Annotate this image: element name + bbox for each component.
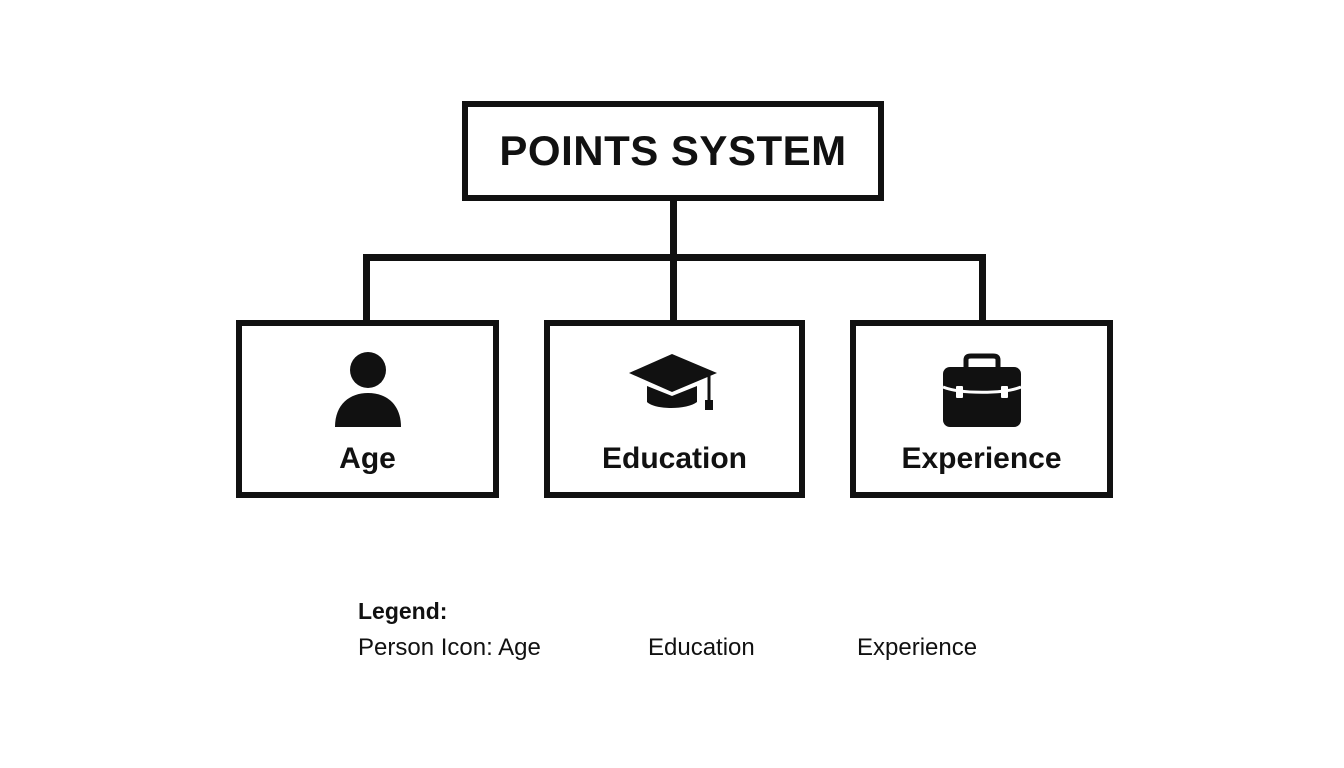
root-trunk-connector — [670, 199, 677, 261]
legend-item-experience: Experience — [857, 634, 978, 661]
category-node-experience: Experience — [850, 320, 1113, 498]
category-node-education: Education — [544, 320, 805, 498]
category-label-age: Age — [339, 442, 396, 475]
briefcase-icon — [941, 353, 1022, 427]
graduation-cap-icon — [628, 354, 717, 410]
person-icon — [334, 352, 401, 427]
category-label-experience: Experience — [901, 442, 1062, 475]
experience-branch-connector — [979, 254, 986, 322]
root-node: POINTS SYSTEM — [462, 101, 884, 201]
legend-item-age: Person Icon: Age — [358, 634, 541, 661]
root-title: POINTS SYSTEM — [499, 127, 847, 174]
legend-title: Legend: — [358, 598, 448, 624]
category-label-education: Education — [601, 442, 747, 475]
education-branch-connector — [670, 254, 677, 322]
category-node-age: Age — [236, 320, 499, 498]
age-branch-connector — [363, 254, 370, 322]
legend-item-education: Education — [648, 634, 755, 661]
